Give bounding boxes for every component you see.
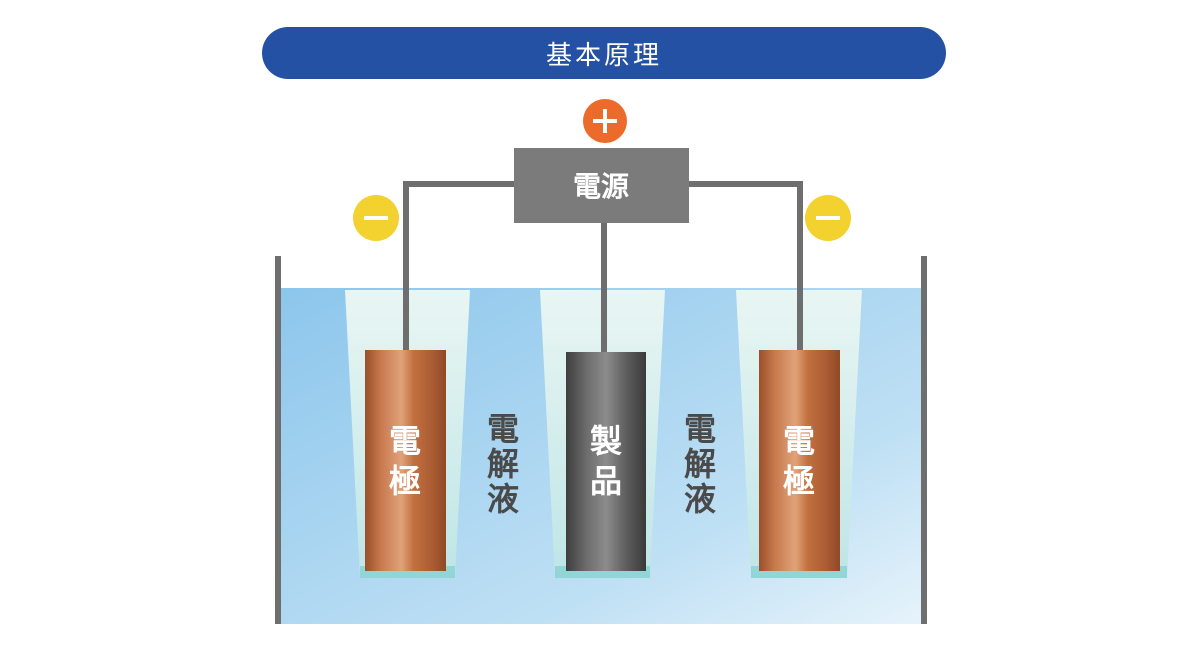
electrode-left-label-2: 極 <box>389 462 421 500</box>
title-bar: 基本原理 <box>262 27 946 79</box>
electrolyte-right-label-3: 液 <box>684 480 716 518</box>
electrode-left-label-1: 電 <box>389 422 421 460</box>
electrolyte-left-label-1: 電 <box>487 410 519 448</box>
minus-terminal-left <box>353 195 399 241</box>
product-label-1: 製 <box>590 422 622 460</box>
diagram-title: 基本原理 <box>545 40 662 71</box>
tank-wall-right <box>921 256 927 624</box>
wires <box>403 181 803 352</box>
wire-right <box>688 181 803 350</box>
electrode-right <box>759 350 840 571</box>
electrolyte-right-label-2: 解 <box>684 445 716 483</box>
product-rod <box>566 352 646 571</box>
wire-left <box>403 181 516 350</box>
power-source-box <box>514 148 689 223</box>
product-label-2: 品 <box>590 462 622 500</box>
electrolyte-left-label-2: 解 <box>487 445 519 483</box>
power-source-label: 電源 <box>573 170 629 203</box>
minus-terminal-right <box>805 195 851 241</box>
electrolyte-right-label-1: 電 <box>684 410 716 448</box>
electrode-right-label-2: 極 <box>783 462 815 500</box>
electrode-right-label-1: 電 <box>783 422 815 460</box>
tank-wall-left <box>275 256 281 624</box>
plus-terminal <box>583 99 627 143</box>
electrolyte-left-label-3: 液 <box>487 480 519 518</box>
electrode-left <box>365 350 446 571</box>
